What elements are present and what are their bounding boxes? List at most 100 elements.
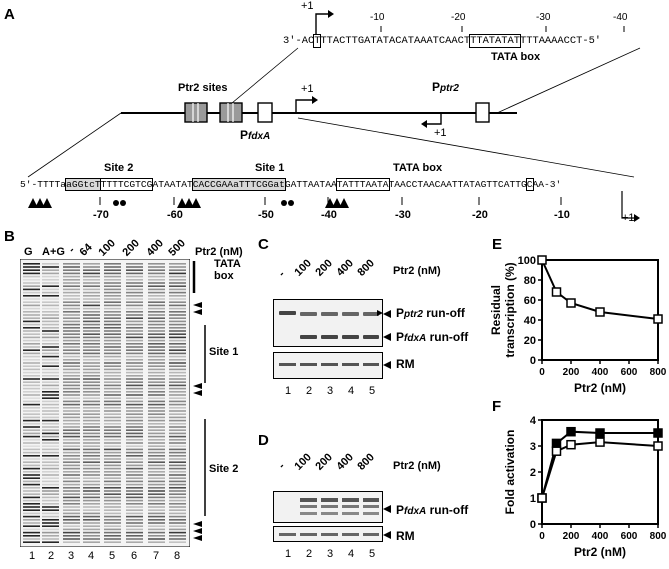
y-tick-label: 40 [524,315,536,327]
top-tata-label: TATA box [491,51,541,63]
y-axis-label: Residualtranscription (%) [490,262,517,357]
lane-header-ag: A+G [42,246,65,258]
data-point [551,438,562,449]
cleavage-triangles [28,198,349,208]
bottom-boxed-c: C [525,178,534,191]
x-tick-label: 600 [621,367,638,378]
c-unit: Ptr2 (nM) [393,265,441,277]
c-header-100: 100 [292,257,314,279]
tick-30: -30 [395,209,411,221]
c-header-minus: - [276,268,288,280]
top-seq-suffix: TTTAAAACCT-5' [519,35,602,47]
bottom-tata-seq: TATTTAATA [335,178,390,191]
site2-label: Site 2 [104,162,134,174]
data-point [551,287,562,297]
gel-d [273,491,383,542]
pfdxa-label: PfdxA [240,128,271,142]
panel-letter-d: D [258,432,269,449]
d-header-800: 800 [355,451,377,473]
c-header-200: 200 [313,257,335,279]
y-axis-label: Fold activation [503,430,517,515]
d-unit: Ptr2 (nM) [393,460,441,472]
map-plus-one-left: +1 [434,127,447,139]
site1-seq: CACCGAAaTTTCGGat [191,178,286,191]
x-axis-label: Ptr2 (nM) [574,545,626,559]
top-sequence: 3'-ACTTTACTTGATATACATAAATCAACTTTATATATTT… [283,34,602,48]
data-point [566,298,576,308]
d-header-100: 100 [292,451,314,473]
lane-header-64: 64 [77,241,95,259]
panel-letter-e: E [492,236,503,253]
bottom-tata-label: TATA box [393,162,443,174]
y-tick-label: 2 [530,467,536,479]
y-tick-label: 60 [524,295,536,307]
top-tick-20: -20 [451,12,466,23]
x-tick-label: 400 [592,531,609,542]
panel-a-graphics [27,10,641,222]
data-point [537,493,547,503]
protection-dots [113,200,294,206]
lane-header-minus: - [66,244,78,256]
y-tick-label: 20 [524,335,536,347]
x-tick-label: 800 [650,367,667,378]
x-tick-label: 0 [539,531,545,542]
top-seq-plus-one: +1 [301,0,314,12]
ptr2-site-boxes [184,102,490,123]
bottom-sequence: 5'-TTTTaaGGtcTTTTTCGTCGATAATATCACCGAAaTT… [20,178,562,191]
top-tick-marks [380,26,625,32]
data-point [653,441,663,451]
data-point [566,426,576,437]
tick-40: -40 [321,209,337,221]
gel-c [273,299,383,379]
lane-header-100: 100 [96,237,118,259]
c-header-800: 800 [355,257,377,279]
tick-20: -20 [472,209,488,221]
data-point [595,428,605,438]
panel-letter-a: A [4,6,15,23]
d-label-fdxa: PfdxA run-off [396,503,469,517]
lane-header-400: 400 [144,237,166,259]
x-tick-label: 200 [563,531,580,542]
x-axis-label: Ptr2 (nM) [574,381,626,395]
c-label-ptr2: Pptr2 run-off [396,306,465,320]
data-point [595,437,605,447]
x-tick-label: 400 [592,367,609,378]
y-tick-label: 0 [530,355,536,367]
top-tick-10: -10 [370,12,385,23]
gel-b-site2-label: Site 2 [209,463,239,475]
d-label-rm: RM [396,529,415,543]
tick-50: -50 [258,209,274,221]
tick-10: -10 [554,209,570,221]
gel-d-arrows [383,505,391,539]
top-seq-prefix: 3'-AC [283,35,315,47]
data-point [595,307,605,317]
data-point [653,314,663,324]
data-point [653,428,663,438]
y-tick-label: 80 [524,275,536,287]
gel-b-site1-label: Site 1 [209,346,239,358]
x-tick-label: 800 [650,531,667,542]
y-tick-label: 4 [530,415,537,427]
ptr2-sites-label: Ptr2 sites [178,82,228,94]
data-point [551,446,562,456]
y-tick-label: 3 [530,441,536,453]
site2-seq: aGGtcTTTTTCGTCG [65,178,154,191]
lane-header-200: 200 [120,237,142,259]
top-tick-40: -40 [613,12,628,23]
x-tick-label: 600 [621,531,638,542]
panel-letter-c: C [258,236,269,253]
lane-header-500: 500 [166,237,188,259]
x-tick-label: 200 [563,367,580,378]
tick-60: -60 [167,209,183,221]
y-tick-label: 0 [530,519,536,531]
site1-label: Site 1 [255,162,285,174]
d-header-200: 200 [313,451,335,473]
data-point [537,255,547,265]
pptr2-label: Pptr2 [432,80,459,94]
top-seq-tata: TTATATAT [469,34,521,48]
gel-b-headers: G A+G - 64 100 200 400 500 Ptr2 (nM) [20,232,260,260]
panel-letter-b: B [4,228,15,245]
d-header-400: 400 [334,451,356,473]
